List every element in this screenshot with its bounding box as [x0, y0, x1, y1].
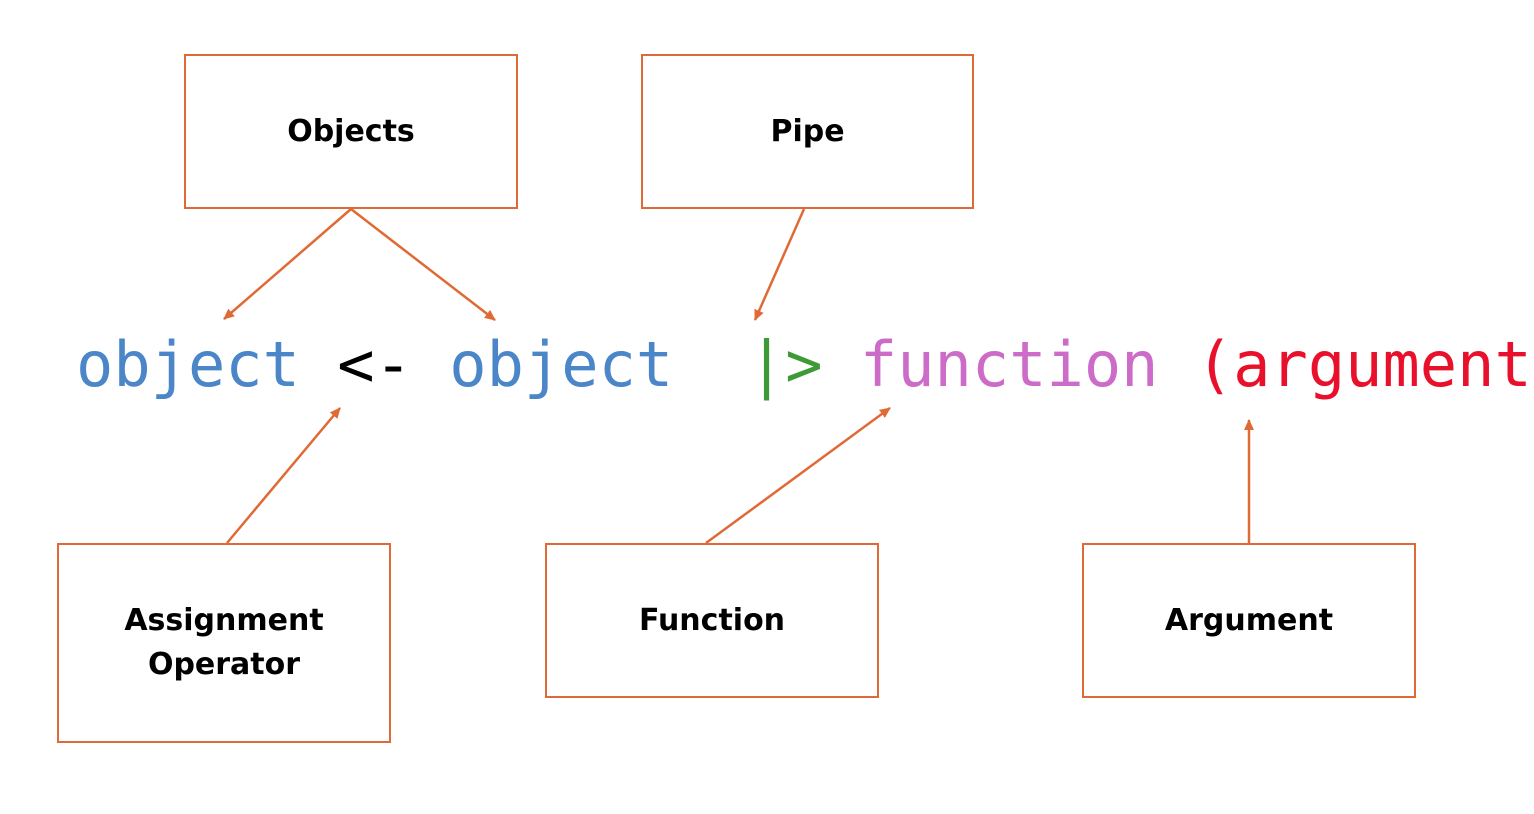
code-space-2 — [412, 328, 449, 401]
code-function-name: function — [859, 327, 1159, 401]
arrow-pipe-to-pipe-operator — [753, 208, 806, 321]
arrow-function-to-function-name — [705, 406, 891, 545]
label-assignment-operator: Assignment Operator — [124, 603, 324, 682]
code-object-left: object — [76, 327, 300, 401]
label-box-function: Function — [545, 543, 879, 698]
label-pipe: Pipe — [770, 113, 845, 149]
code-pipe-operator: |> — [747, 327, 823, 401]
label-argument: Argument — [1164, 602, 1334, 638]
arrow-objects-to-right-object — [350, 208, 496, 321]
code-assignment-operator: <- — [337, 327, 412, 401]
arrow-objects-to-left-object — [223, 208, 352, 320]
code-argument: (argument) — [1195, 327, 1534, 401]
code-space-1 — [300, 328, 337, 401]
code-expression: object <- object |> function (argument) — [76, 322, 1534, 406]
label-box-assignment-operator: Assignment Operator — [57, 543, 391, 743]
label-function: Function — [638, 602, 786, 638]
label-objects: Objects — [287, 113, 415, 149]
code-object-right: object — [449, 327, 674, 401]
code-space-4 — [823, 328, 860, 401]
label-box-objects: Objects — [184, 54, 518, 209]
label-box-pipe: Pipe — [641, 54, 974, 209]
label-box-argument: Argument — [1082, 543, 1416, 698]
code-space-3 — [673, 328, 748, 401]
arrow-assignment-to-operator — [226, 407, 341, 544]
code-space-5 — [1159, 328, 1196, 401]
